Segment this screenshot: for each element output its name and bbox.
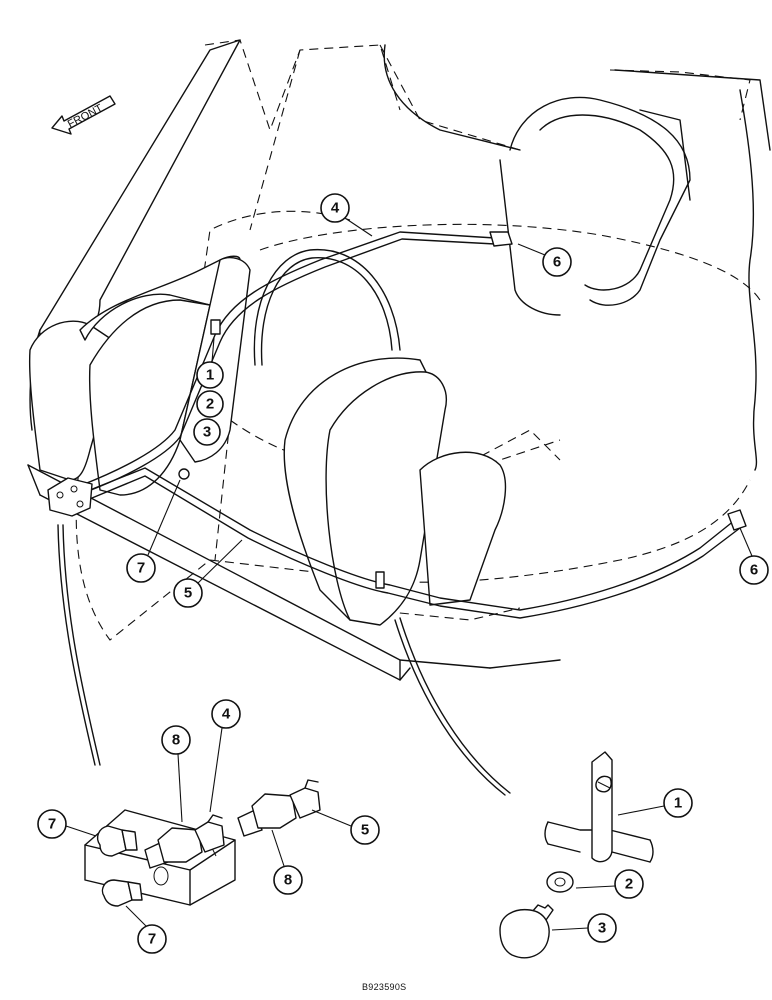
callout-6-right: 6: [739, 527, 769, 585]
callout-1-main: 1: [196, 337, 224, 389]
main-view-fittings: [178, 231, 747, 589]
callout-7-main: 7: [126, 479, 181, 583]
callout-3-clamp: 3: [551, 913, 617, 943]
svg-text:6: 6: [750, 562, 758, 579]
clamp-detail: [544, 751, 654, 863]
svg-text:3: 3: [203, 424, 211, 441]
front-label: FRONT: [66, 102, 105, 131]
svg-text:8: 8: [172, 732, 180, 749]
clamp-screw: [499, 904, 554, 959]
svg-text:2: 2: [625, 876, 633, 893]
callout-8-detail-right: 8: [271, 829, 303, 895]
lube-block-main: [47, 477, 93, 517]
svg-text:5: 5: [361, 822, 369, 839]
main-frame-bar: [27, 464, 561, 681]
callout-4-top: 4: [320, 193, 373, 237]
inner-pipe-loop: [253, 249, 401, 366]
callout-7-detail-upper: 7: [37, 809, 97, 839]
svg-text:1: 1: [674, 795, 682, 812]
detail-grease-fitting-lower: [101, 879, 143, 907]
grease-fitting-main: [178, 468, 190, 480]
svg-text:2: 2: [206, 396, 214, 413]
svg-text:1: 1: [206, 367, 214, 384]
line-clamp-upper: [210, 319, 221, 335]
callout-6-top: 6: [517, 243, 572, 277]
lube-line-5: [89, 467, 741, 619]
svg-text:4: 4: [222, 706, 231, 723]
lube-line-4: [81, 231, 496, 493]
line-clamp-lower: [375, 571, 385, 589]
callout-5-detail: 5: [311, 809, 380, 845]
svg-text:7: 7: [137, 560, 145, 577]
callout-8-left: 8: [161, 725, 191, 823]
svg-text:7: 7: [48, 816, 56, 833]
elbow-fitting-top: [489, 231, 513, 247]
clamp-lock-washer: [546, 871, 574, 893]
detail-leaders: [57, 524, 511, 796]
svg-text:7: 7: [148, 931, 156, 948]
front-plates: [28, 255, 507, 626]
callout-1-clamp: 1: [617, 788, 693, 818]
svg-text:8: 8: [284, 872, 292, 889]
detail-connector-left: [144, 814, 225, 869]
svg-text:3: 3: [598, 920, 606, 937]
callout-4-detail: 4: [209, 699, 241, 813]
svg-text:6: 6: [553, 254, 561, 271]
callout-7-detail-lower: 7: [125, 905, 167, 954]
svg-text:4: 4: [331, 200, 340, 217]
detail-connector-right: [237, 779, 321, 837]
callout-5-main: 5: [173, 539, 243, 608]
detail-grease-fitting-upper: [96, 825, 138, 857]
callout-3-main: 3: [193, 418, 221, 446]
svg-text:5: 5: [184, 585, 192, 602]
body-shell: [383, 44, 771, 471]
figure-code: B923590S: [362, 982, 406, 992]
elbow-fitting-right: [727, 509, 747, 531]
front-arrow-icon: FRONT: [51, 95, 116, 135]
callout-2-main: 2: [196, 390, 224, 418]
callout-2-clamp: 2: [575, 869, 644, 899]
